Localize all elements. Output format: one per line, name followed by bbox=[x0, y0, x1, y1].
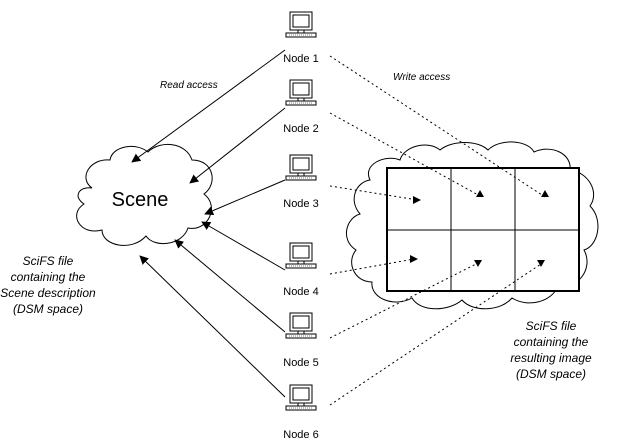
scene-cloud bbox=[76, 144, 213, 246]
image-note-line: resulting image bbox=[510, 351, 592, 365]
scene-note-line: SciFS file bbox=[23, 254, 74, 268]
computer-icon-node-5 bbox=[285, 312, 317, 339]
read-line-node-1 bbox=[131, 49, 286, 163]
cell-arrow-right-1 bbox=[413, 196, 421, 204]
image-note-line: (DSM space) bbox=[516, 367, 586, 381]
image-grid bbox=[386, 167, 580, 292]
image-file-note: SciFS file containing the resulting imag… bbox=[510, 319, 592, 381]
write-line-node-4 bbox=[329, 258, 415, 275]
read-access-lines bbox=[131, 49, 286, 398]
write-line-node-2 bbox=[329, 112, 481, 197]
node-label: Node 4 bbox=[283, 286, 318, 298]
cell-arrow-right-2 bbox=[410, 255, 418, 263]
image-note-line: SciFS file bbox=[526, 319, 577, 333]
write-access-label: Write access bbox=[393, 72, 450, 83]
node-label: Node 6 bbox=[283, 429, 318, 441]
scene-label: Scene bbox=[112, 189, 169, 211]
computer-icon-node-6 bbox=[285, 384, 317, 411]
read-line-node-4 bbox=[201, 221, 286, 271]
scene-note-line: Scene description bbox=[0, 286, 96, 300]
node-label: Node 3 bbox=[283, 198, 318, 210]
read-line-node-3 bbox=[204, 179, 286, 215]
node-label: Node 2 bbox=[283, 123, 318, 135]
computer-icon-node-1 bbox=[285, 11, 317, 38]
read-line-node-5 bbox=[174, 239, 286, 333]
read-line-node-6 bbox=[139, 255, 286, 398]
read-access-label: Read access bbox=[160, 80, 218, 91]
scene-file-note: SciFS file containing the Scene descript… bbox=[0, 254, 96, 316]
scene-note-line: (DSM space) bbox=[13, 302, 83, 316]
computer-icon-node-2 bbox=[285, 79, 317, 106]
node-label: Node 5 bbox=[283, 357, 318, 369]
cell-arrow-down-1 bbox=[474, 260, 482, 267]
write-line-node-6 bbox=[329, 263, 542, 406]
write-access-lines bbox=[329, 55, 546, 406]
cell-arrow-up-1 bbox=[476, 190, 484, 197]
cell-arrows bbox=[410, 190, 549, 267]
cell-arrow-up-2 bbox=[541, 190, 549, 197]
computer-icon-node-3 bbox=[285, 154, 317, 181]
computer-icon-node-4 bbox=[285, 242, 317, 269]
read-line-node-2 bbox=[189, 107, 286, 184]
scene-note-line: containing the bbox=[11, 270, 86, 284]
cell-arrow-down-2 bbox=[537, 260, 545, 267]
node-label: Node 1 bbox=[283, 53, 318, 65]
image-note-line: containing the bbox=[514, 335, 589, 349]
